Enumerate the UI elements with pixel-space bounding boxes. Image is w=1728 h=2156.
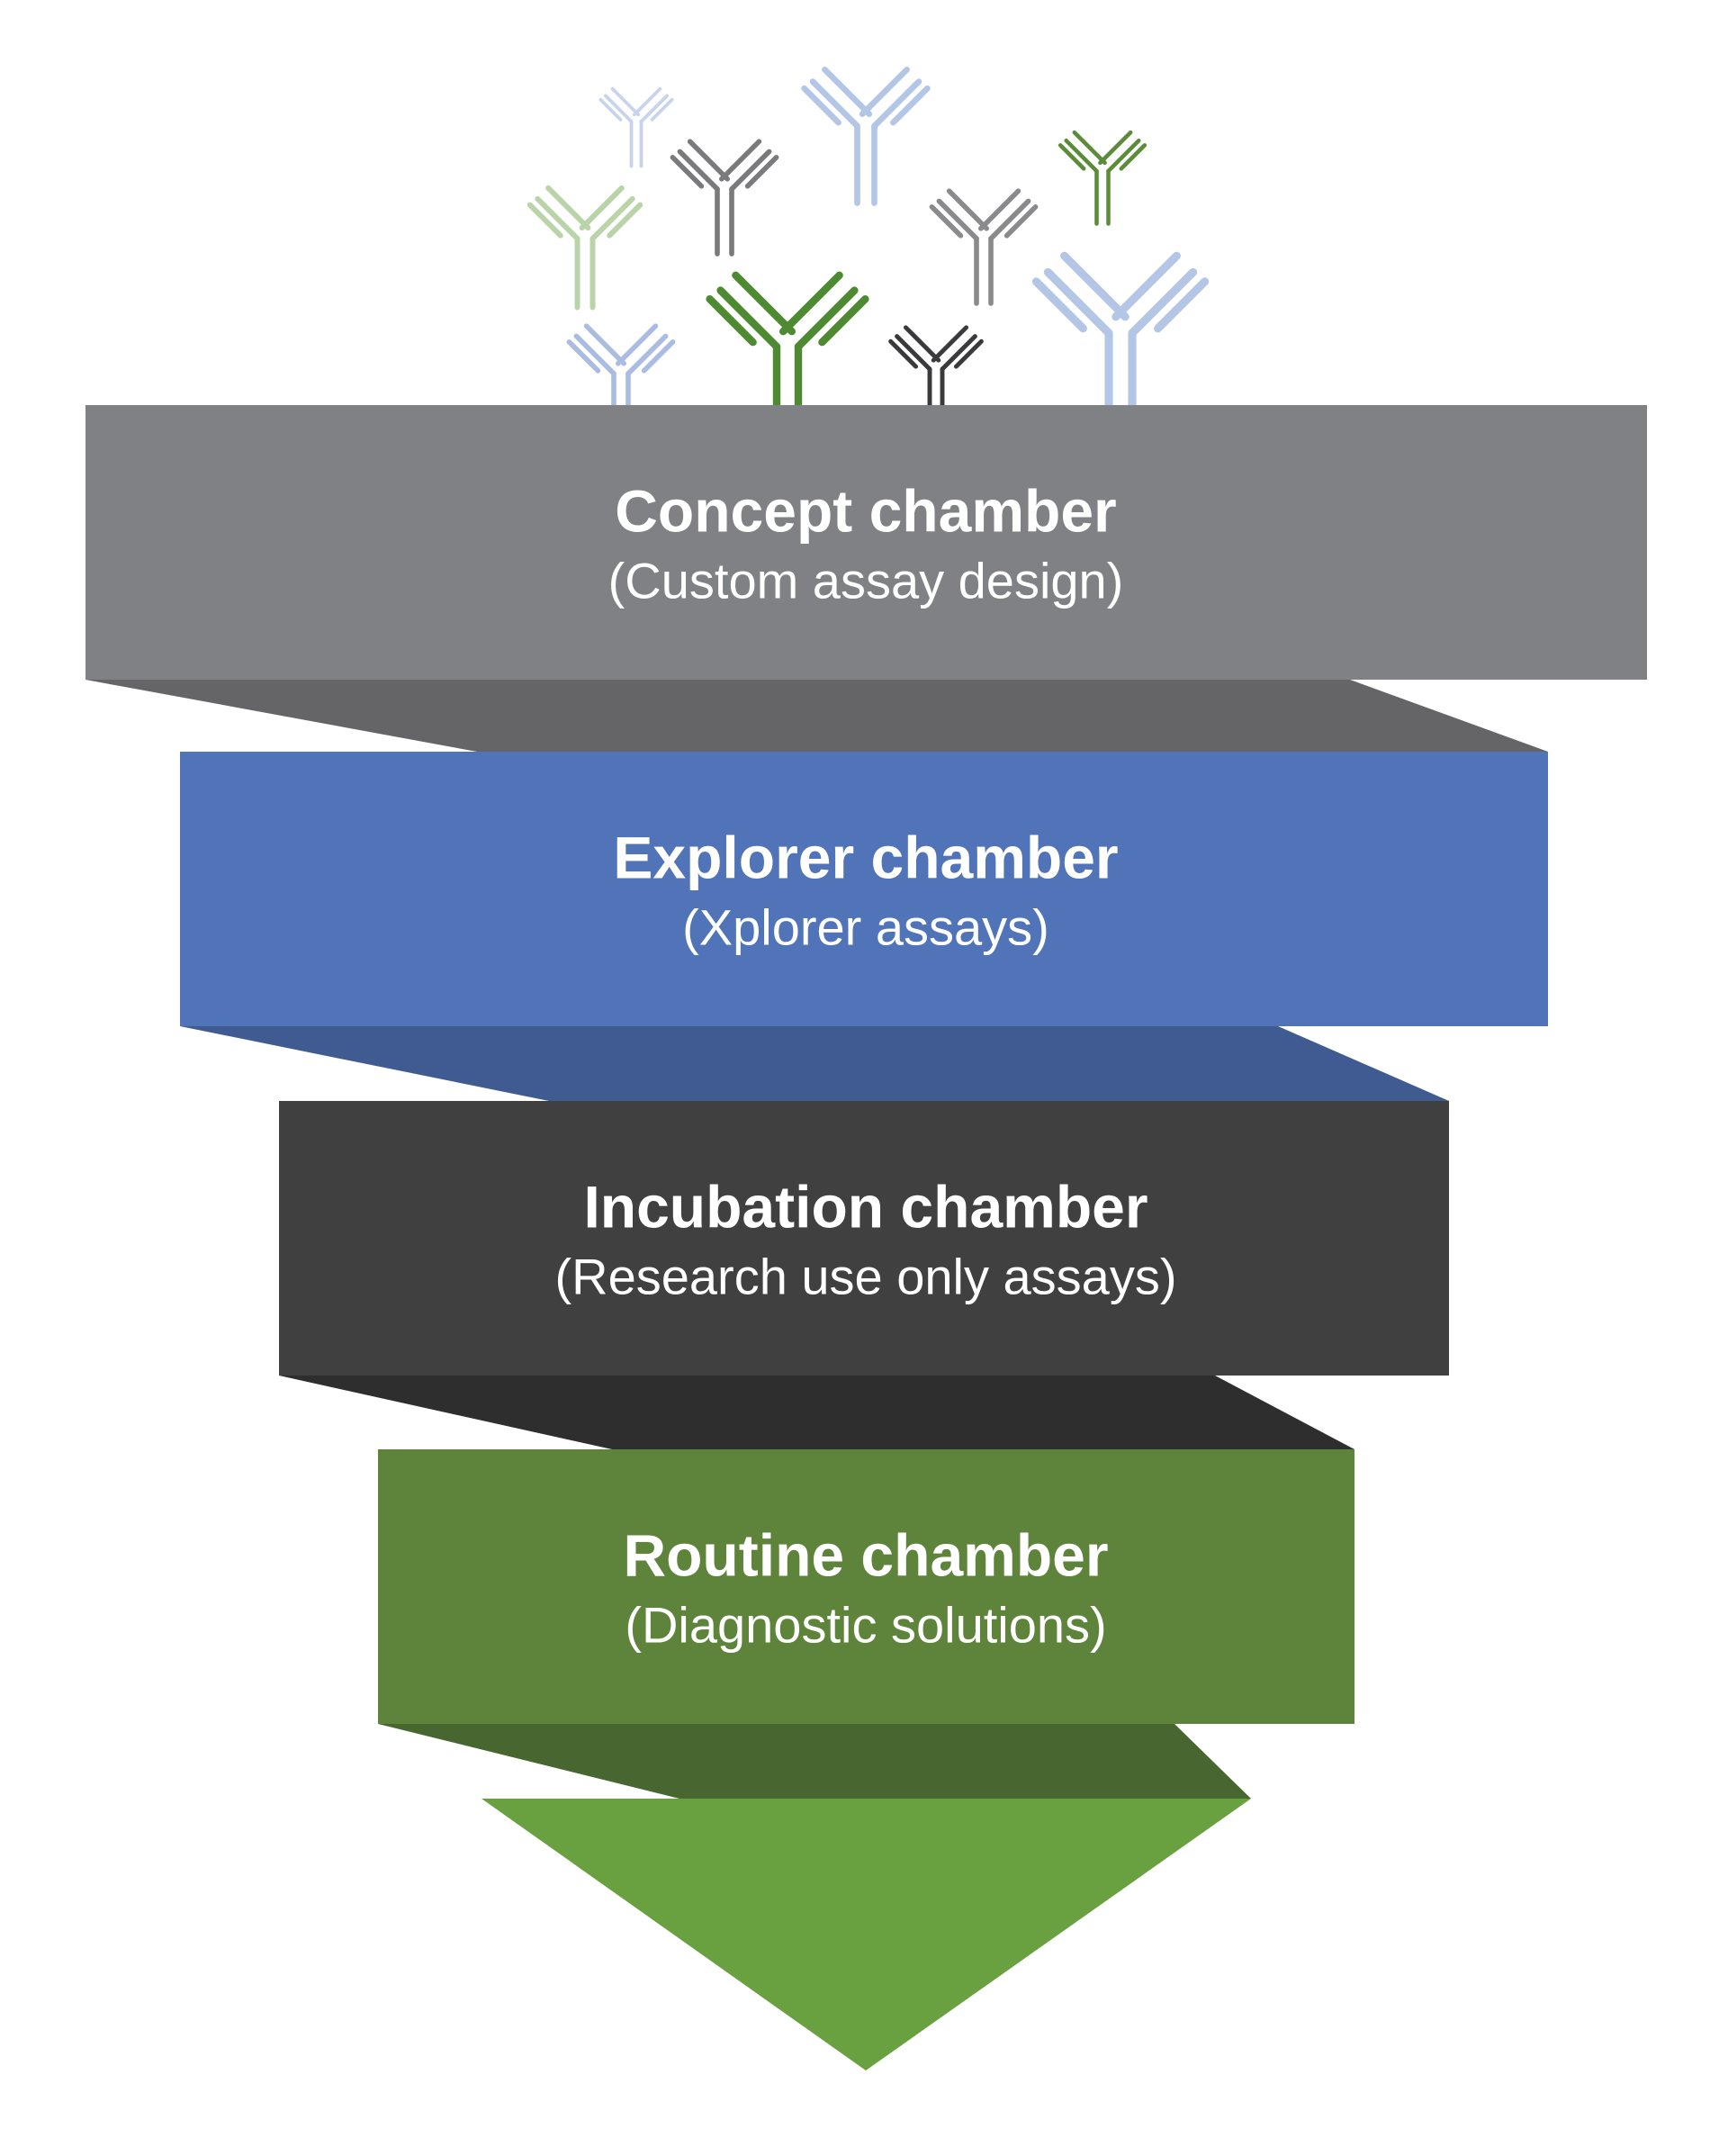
stage-title-2: Explorer chamber xyxy=(613,825,1118,891)
stage-2: Explorer chamber (Xplorer assays) xyxy=(180,752,1548,1026)
stage-title-4: Routine chamber xyxy=(623,1522,1108,1589)
stage-1: Concept chamber (Custom assay design) xyxy=(86,405,1647,680)
fold-2 xyxy=(180,1026,1449,1101)
stage-title-3: Incubation chamber xyxy=(583,1174,1148,1240)
stage-subtitle-2: (Xplorer assays) xyxy=(682,899,1049,956)
funnel-folds xyxy=(86,680,1548,1799)
stage-3: Incubation chamber (Research use only ass… xyxy=(279,1101,1449,1376)
fold-3 xyxy=(279,1376,1354,1449)
antibody-icon-7 xyxy=(1031,251,1210,443)
antibody-cluster xyxy=(526,66,1210,448)
fold-4 xyxy=(378,1724,1251,1799)
antibody-icon-2 xyxy=(801,66,931,206)
stage-4: Routine chamber (Diagnostic solutions) xyxy=(378,1449,1354,1724)
funnel-tip-arrow xyxy=(482,1799,1251,2070)
stage-subtitle-1: (Custom assay design) xyxy=(608,553,1124,609)
antibody-icon-3 xyxy=(670,139,779,257)
antibody-icon-4 xyxy=(1058,130,1148,226)
stage-band-4 xyxy=(378,1449,1354,1724)
stage-band-1 xyxy=(86,405,1647,680)
stage-band-3 xyxy=(279,1101,1449,1376)
antibody-icon-9 xyxy=(706,271,869,448)
funnel-bands: Concept chamber (Custom assay design) Expl… xyxy=(86,405,1647,1724)
stage-title-1: Concept chamber xyxy=(615,478,1116,545)
antibody-icon-6 xyxy=(929,188,1039,306)
antibody-icon-5 xyxy=(526,185,644,311)
stage-subtitle-4: (Diagnostic solutions) xyxy=(625,1597,1106,1654)
fold-1 xyxy=(86,680,1548,752)
stage-subtitle-3: (Research use only assays) xyxy=(555,1249,1177,1305)
antibody-icon-1 xyxy=(598,86,674,168)
stage-band-2 xyxy=(180,752,1548,1026)
